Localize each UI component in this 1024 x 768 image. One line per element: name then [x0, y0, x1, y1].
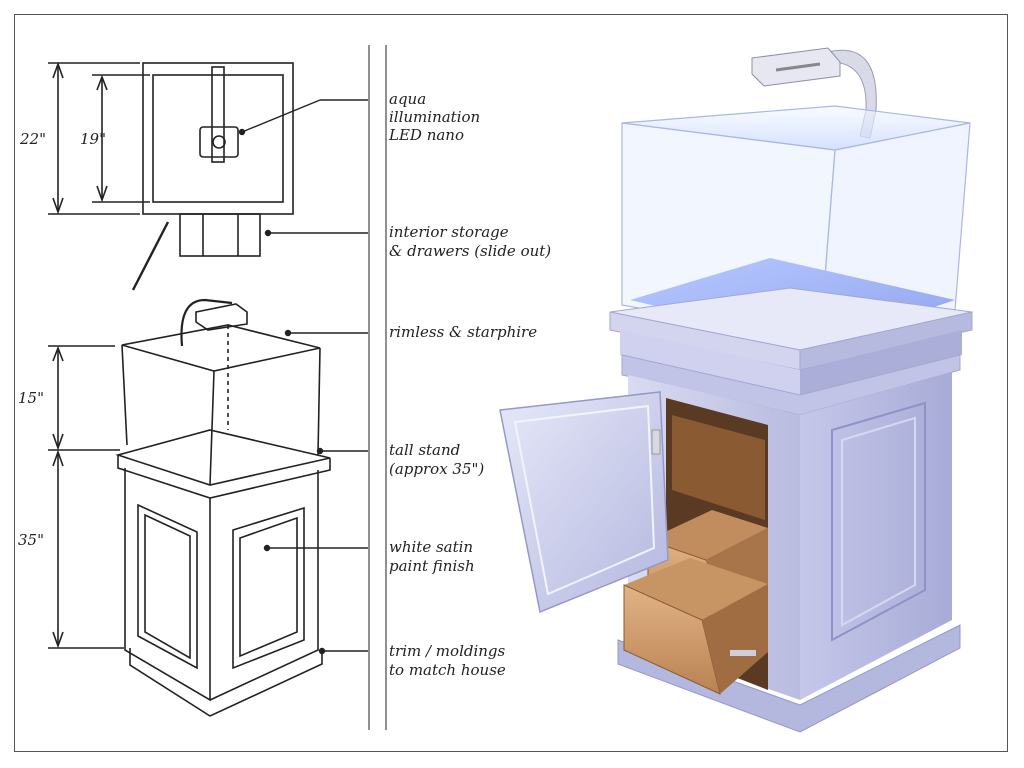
render-side-panel [831, 401, 926, 642]
top-view-sketch [48, 61, 294, 291]
light-unit-lens [212, 135, 226, 149]
light-arm-top [211, 66, 225, 163]
light-arm-sketch [180, 298, 233, 347]
dim-stand-height: 35" [18, 531, 44, 549]
render-cabinet-door [499, 391, 669, 614]
annotation-light: aqua illumination LED nano [388, 90, 480, 144]
svg-text:tall stand: tall stand [389, 441, 460, 459]
dim-tank-height: 15" [18, 389, 44, 407]
svg-text:trim / moldings: trim / moldings [389, 642, 506, 660]
storage-block [179, 213, 261, 257]
door-swing-line [131, 221, 170, 291]
svg-text:to match house: to match house [389, 661, 506, 679]
rendered-cabinet [499, 47, 973, 733]
svg-text:rimless & starphire: rimless & starphire [389, 323, 537, 341]
annotation-stand: tall stand (approx 35") [389, 441, 484, 478]
svg-text:LED nano: LED nano [388, 126, 464, 144]
render-drawer-lower [623, 558, 768, 695]
annotation-finish: white satin paint finish [389, 538, 475, 575]
svg-text:white satin: white satin [389, 538, 473, 556]
top-view-inner [152, 74, 284, 203]
svg-text:aqua: aqua [389, 90, 426, 108]
dim-outer-height: 22" [19, 130, 46, 148]
divider-line [368, 45, 387, 730]
stand-panel-right [232, 506, 305, 670]
annotation-trim: trim / moldings to match house [389, 642, 506, 679]
light-unit-sketch [195, 303, 248, 331]
leader-lines [238, 99, 368, 655]
svg-text:& drawers (slide out): & drawers (slide out) [389, 242, 551, 260]
svg-text:paint finish: paint finish [389, 557, 475, 575]
dim-inner-height: 19" [80, 130, 106, 148]
top-view-outer [142, 62, 294, 215]
annotation-storage: interior storage & drawers (slide out) [389, 223, 551, 260]
stand-panel-left [137, 503, 198, 670]
stand-base-trim [129, 648, 323, 717]
annotation-glass: rimless & starphire [389, 323, 537, 341]
svg-text:interior storage: interior storage [389, 223, 509, 241]
svg-text:illumination: illumination [389, 108, 480, 126]
render-door-hinge [651, 429, 661, 455]
sheet-border [14, 14, 1008, 752]
isometric-sketch [48, 298, 331, 717]
light-unit-top [199, 126, 239, 158]
svg-text:(approx 35"): (approx 35") [389, 460, 484, 478]
